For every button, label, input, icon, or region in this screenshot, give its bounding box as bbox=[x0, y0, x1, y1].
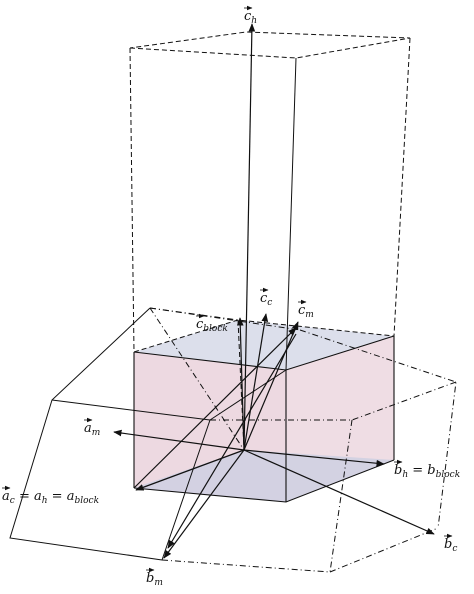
vector-c-m bbox=[243, 321, 299, 451]
vector-b-c bbox=[243, 449, 435, 535]
label-b-c: bc bbox=[444, 537, 457, 554]
label-c-h: ch bbox=[244, 9, 257, 26]
monoclinic-cell bbox=[9, 307, 457, 573]
vectors bbox=[113, 23, 435, 559]
label-c-m: cm bbox=[298, 303, 314, 320]
block-cube bbox=[133, 319, 395, 503]
vector-c-h bbox=[243, 23, 256, 451]
label-b-h-eq: bh = bblock bbox=[394, 463, 460, 480]
label-b-m: bm bbox=[146, 571, 163, 588]
hexagonal-cell bbox=[129, 31, 411, 371]
vector-b-m bbox=[163, 449, 245, 559]
vector-c-block bbox=[236, 317, 245, 451]
vector-b-h bbox=[243, 449, 385, 467]
label-c-c: cc bbox=[260, 291, 272, 308]
vector-b-m-2 bbox=[167, 333, 297, 549]
vector-c-c bbox=[243, 313, 269, 451]
label-c-block: cblock bbox=[196, 317, 228, 334]
vector-a-c bbox=[135, 449, 245, 491]
label-arrows bbox=[2, 5, 453, 573]
vector-a-m bbox=[113, 429, 245, 451]
label-a-m: am bbox=[84, 421, 100, 438]
block-bottom-face bbox=[134, 450, 394, 502]
label-a-c-eq: ac = ah = ablock bbox=[2, 489, 99, 506]
labels: ch cc cm cblock am bh = bblock ac = ah =… bbox=[2, 9, 460, 588]
vector-c-m-2 bbox=[133, 327, 297, 489]
